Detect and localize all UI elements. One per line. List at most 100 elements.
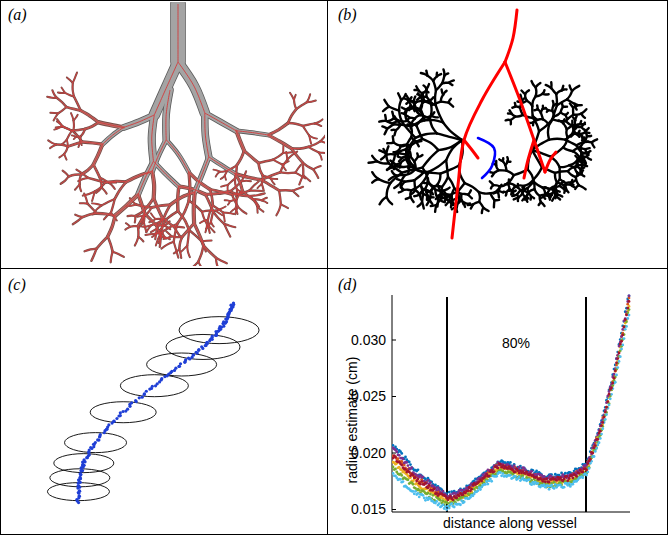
skeleton-branch <box>491 190 498 193</box>
vessel-centerline <box>152 172 154 198</box>
skeleton-branch <box>415 107 421 109</box>
vessel-centerline <box>236 131 244 151</box>
centerline-point <box>77 485 80 488</box>
skeleton-branch <box>384 100 389 107</box>
skeleton-branch <box>465 183 479 192</box>
skeleton-branch <box>566 121 574 126</box>
vessel-centerline <box>210 189 213 205</box>
vessel-outline <box>189 200 202 211</box>
radius-point <box>409 463 412 466</box>
vessel-tube <box>138 237 143 242</box>
vessel-centerline <box>262 184 264 191</box>
vessel-tube <box>293 191 299 197</box>
vessel-centerline <box>152 115 155 161</box>
vessel-centerline <box>282 161 289 164</box>
skeleton-branch <box>471 205 473 209</box>
vessel-tube <box>303 124 315 126</box>
vessel-centerline <box>130 198 137 204</box>
vessel-outline <box>109 183 115 189</box>
skeleton-branch <box>407 121 416 126</box>
vessel-centerline <box>78 178 88 181</box>
vessel-tube <box>294 100 296 109</box>
vessel-skeleton <box>369 69 598 213</box>
skeleton-branch <box>411 190 415 194</box>
vessel-centerline <box>174 224 178 242</box>
vessel-tube <box>81 129 85 136</box>
vessel-tube <box>198 245 203 261</box>
vessel-outline <box>209 157 235 174</box>
centerline-point <box>78 494 81 497</box>
vessel-centerline <box>102 188 107 194</box>
vessel-tube <box>225 176 226 180</box>
vessel-tube <box>205 113 236 131</box>
vessel-centerline <box>144 198 153 210</box>
vessel-outline <box>126 172 152 182</box>
cross-section-ellipse <box>50 469 110 487</box>
vessel-outline <box>205 113 209 157</box>
vessel-centerline <box>221 185 228 187</box>
vessel-centerline <box>115 194 138 215</box>
vessel-outline <box>295 165 301 173</box>
vessel-centerline <box>126 205 137 207</box>
vessel-tube <box>236 131 244 151</box>
vessel-outline <box>178 62 205 113</box>
vessel-centerline <box>189 172 210 189</box>
skeleton-branch <box>383 107 389 112</box>
vessel-outline <box>271 179 275 185</box>
vessel-centerline <box>135 237 139 246</box>
vessel-outline <box>203 245 215 257</box>
vessel-centerline <box>48 140 56 144</box>
vessel-tube <box>144 198 153 210</box>
vessel-outline <box>293 187 303 191</box>
centerline-point <box>78 490 81 493</box>
vessel-centerline <box>198 245 203 261</box>
vessel-centerline <box>157 218 162 229</box>
vessel-centerline <box>64 154 66 160</box>
vessel-tube <box>166 231 171 236</box>
vessel-tube <box>73 73 77 83</box>
skeleton-branch <box>555 173 557 183</box>
vessel-tube <box>179 237 182 249</box>
vessel-centerline <box>182 223 194 236</box>
vessel-centerline <box>205 113 236 131</box>
vessel-centerline <box>314 124 321 127</box>
vessel-centerline <box>92 203 102 205</box>
vessel-outline <box>283 151 292 154</box>
vessel-outline <box>216 172 220 177</box>
skeleton-branch <box>549 116 554 125</box>
skeleton-branch <box>422 150 438 168</box>
vessel-tube <box>171 4 185 62</box>
vessel-centerline <box>296 102 306 109</box>
vessel-centerline <box>88 178 105 183</box>
vessel-tube <box>279 190 293 192</box>
skeleton-branch <box>407 144 412 154</box>
vessel-centerline <box>145 214 156 225</box>
vessel-centerline <box>303 126 309 136</box>
skeleton-branch <box>570 180 572 184</box>
vessel-centerline <box>72 135 76 137</box>
vessel-outline <box>242 180 251 183</box>
centerline-point <box>99 433 102 436</box>
vessel-centerline <box>281 204 288 208</box>
vessel-tube <box>213 170 219 172</box>
vessel-centerline <box>52 90 57 98</box>
vessel-tube <box>237 151 244 166</box>
centerline-point <box>130 401 133 404</box>
vessel-outline <box>268 135 291 148</box>
vessel-centerline <box>309 136 317 139</box>
skeleton-branch <box>402 107 406 109</box>
vessel-outline <box>293 191 299 197</box>
vessel-tube <box>170 192 194 204</box>
cross-section-ellipse <box>54 454 114 473</box>
vessel-outline <box>259 163 263 175</box>
vessel-centerline <box>62 126 73 131</box>
skeleton-branch <box>573 114 581 115</box>
vessel-centerline <box>230 199 237 201</box>
vessel-centerline <box>61 176 69 183</box>
skeleton-branch <box>580 121 581 124</box>
skeleton-branch <box>384 115 387 121</box>
vessel-centerline <box>259 163 263 175</box>
radius-point <box>628 295 631 298</box>
vessel-centerline <box>54 113 59 120</box>
vessel-tube <box>249 181 258 190</box>
